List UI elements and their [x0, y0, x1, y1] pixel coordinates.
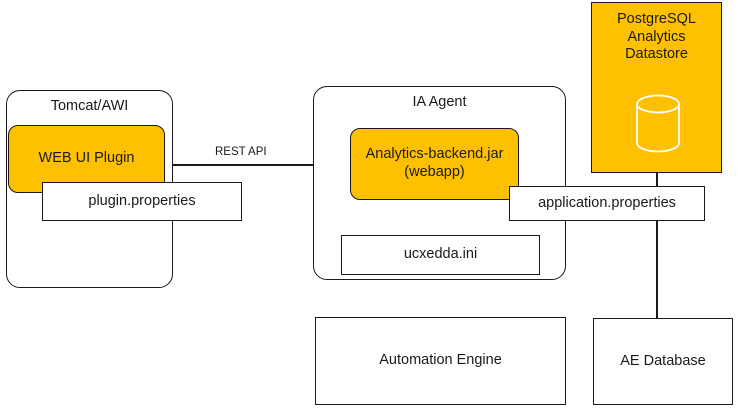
box-ae-database[interactable]: AE Database [593, 318, 733, 405]
box-automation-engine-label: Automation Engine [379, 352, 502, 369]
box-ae-database-label: AE Database [620, 352, 706, 369]
box-application-properties[interactable]: application.properties [509, 186, 705, 221]
box-ucxedda-ini[interactable]: ucxedda.ini [341, 235, 540, 275]
box-automation-engine[interactable]: Automation Engine [315, 317, 566, 405]
box-ucxedda-ini-label: ucxedda.ini [403, 246, 478, 263]
edge-label-rest-api-text: REST API [215, 146, 267, 158]
component-postgresql-analytics-datastore[interactable]: PostgreSQL Analytics Datastore [591, 2, 722, 173]
component-postgresql-analytics-datastore-label: PostgreSQL Analytics Datastore [617, 11, 696, 63]
component-web-ui-plugin-label: WEB UI Plugin [38, 150, 135, 167]
box-plugin-properties-label: plugin.properties [88, 192, 196, 209]
edge-rest-api [172, 164, 315, 166]
edge-datastore-to-ae-database [656, 172, 658, 319]
edge-label-rest-api: REST API [212, 146, 270, 158]
container-tomcat-awi-label: Tomcat/AWI [50, 98, 129, 114]
component-analytics-backend-jar-label: Analytics-backend.jar (webapp) [365, 146, 504, 180]
component-analytics-backend-jar[interactable]: Analytics-backend.jar (webapp) [350, 128, 519, 200]
box-plugin-properties[interactable]: plugin.properties [42, 182, 242, 221]
component-web-ui-plugin[interactable]: WEB UI Plugin [8, 125, 165, 193]
container-ia-agent-label: IA Agent [412, 94, 467, 110]
box-application-properties-label: application.properties [538, 194, 676, 211]
